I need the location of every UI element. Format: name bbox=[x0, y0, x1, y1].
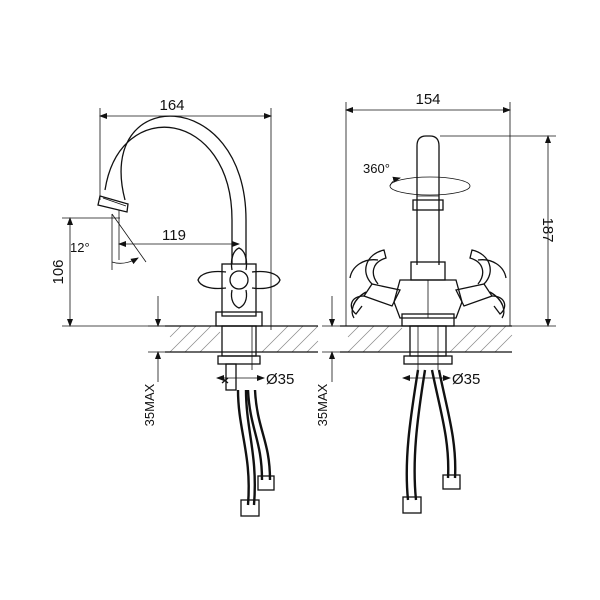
aerator bbox=[97, 195, 129, 213]
spout-outer bbox=[104, 126, 233, 264]
height-label-left: 106 bbox=[50, 259, 67, 284]
hose-right-1 bbox=[402, 369, 427, 514]
height-label-right: 187 bbox=[539, 217, 556, 242]
hose-right-2 bbox=[430, 369, 461, 490]
mount-nut-right bbox=[403, 355, 453, 365]
deck-hatch-left bbox=[169, 325, 319, 353]
mount-nut-left bbox=[217, 355, 261, 365]
front-view: 360° bbox=[315, 91, 556, 514]
spout-neck bbox=[412, 199, 444, 211]
diameter-label-left: Ø35 bbox=[266, 371, 294, 388]
width-label-left: 164 bbox=[159, 97, 184, 114]
hose-left-1 bbox=[236, 389, 260, 517]
handle-right-front bbox=[455, 249, 507, 319]
width-label-right: 154 bbox=[415, 91, 440, 108]
max-label-left: 35MAX bbox=[142, 383, 157, 426]
diameter-label-right: Ø35 bbox=[452, 371, 480, 388]
faucet-body-front bbox=[410, 261, 446, 281]
mount-plate-left bbox=[225, 363, 237, 391]
faucet-body bbox=[221, 263, 257, 317]
handle-left-front bbox=[349, 249, 401, 319]
deck-hatch-right bbox=[347, 325, 513, 353]
rotation-ellipse bbox=[389, 176, 471, 196]
angle-label: 12° bbox=[70, 240, 90, 255]
faucet-base bbox=[215, 311, 263, 327]
reach-label: 119 bbox=[162, 227, 186, 244]
rotation-label: 360° bbox=[363, 161, 390, 176]
hose-left-2 bbox=[246, 389, 275, 491]
side-view: Ø35 164 119 106 12° 35MAX bbox=[50, 97, 319, 517]
spout-front bbox=[416, 135, 440, 265]
max-label-right: 35MAX bbox=[315, 383, 330, 426]
cross-handle-side bbox=[197, 247, 281, 309]
